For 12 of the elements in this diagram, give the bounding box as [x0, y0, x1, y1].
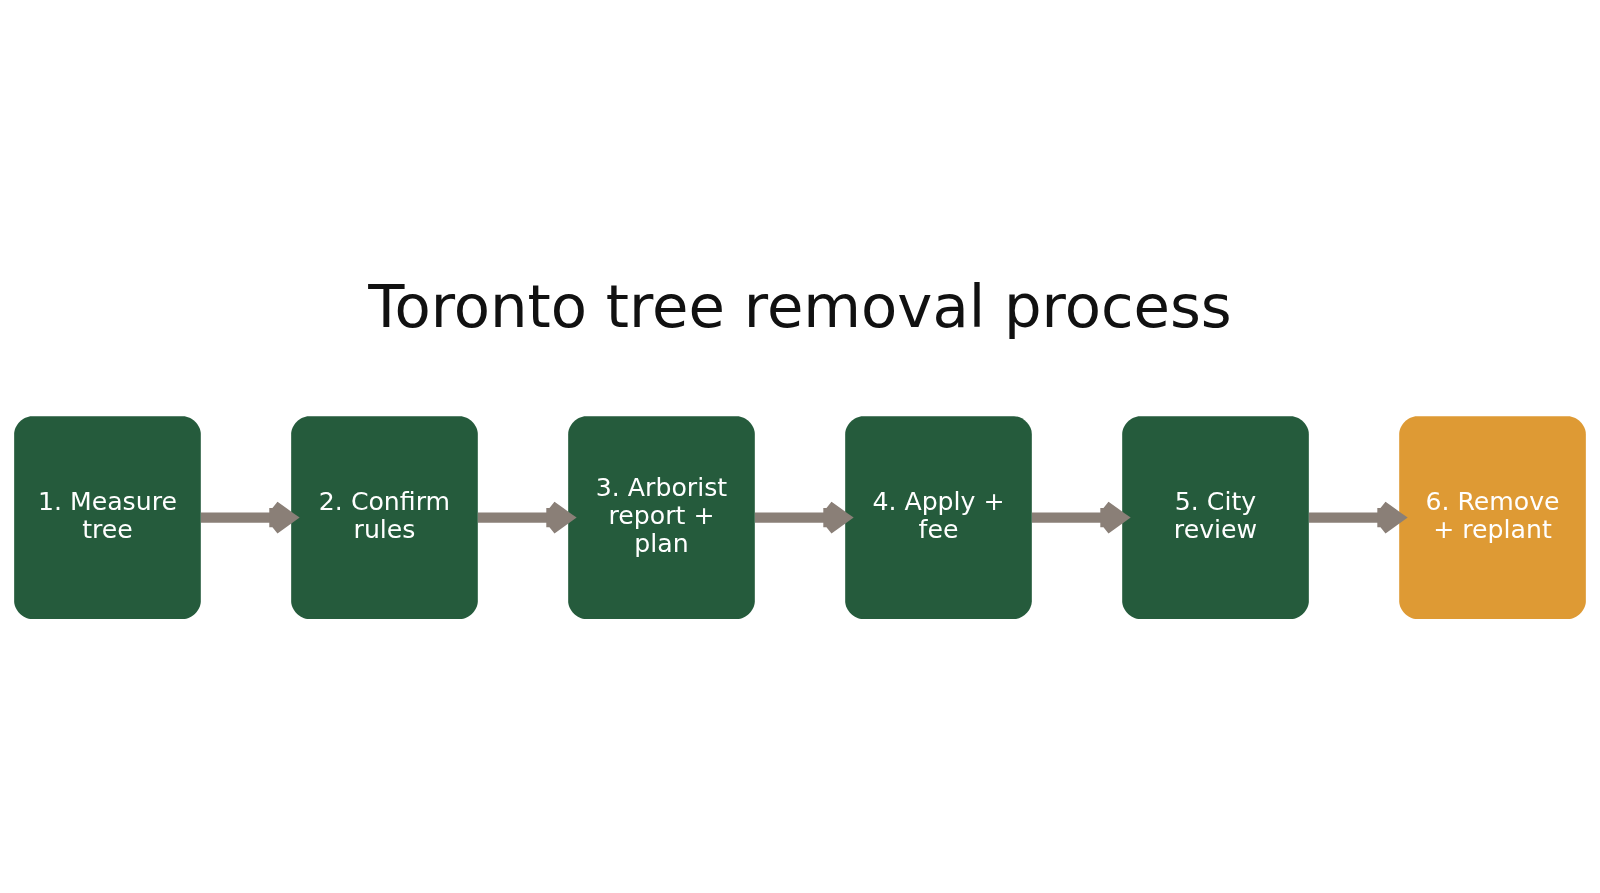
- arrow: [201, 500, 297, 535]
- arrow: [1032, 500, 1128, 535]
- node-box: 4. Apply + fee: [845, 416, 1032, 620]
- arrow: [478, 500, 574, 535]
- node-box: 6. Remove + replant: [1399, 416, 1586, 620]
- arrow: [1309, 500, 1405, 535]
- node-box: 3. Arborist report + plan: [568, 416, 755, 620]
- node-box: 5. City review: [1122, 416, 1309, 620]
- arrow: [755, 500, 851, 535]
- node-box: 1. Measure tree: [14, 416, 201, 620]
- node-box: 2. Confirm rules: [291, 416, 478, 620]
- diagram-title: Toronto tree removal process: [368, 272, 1232, 342]
